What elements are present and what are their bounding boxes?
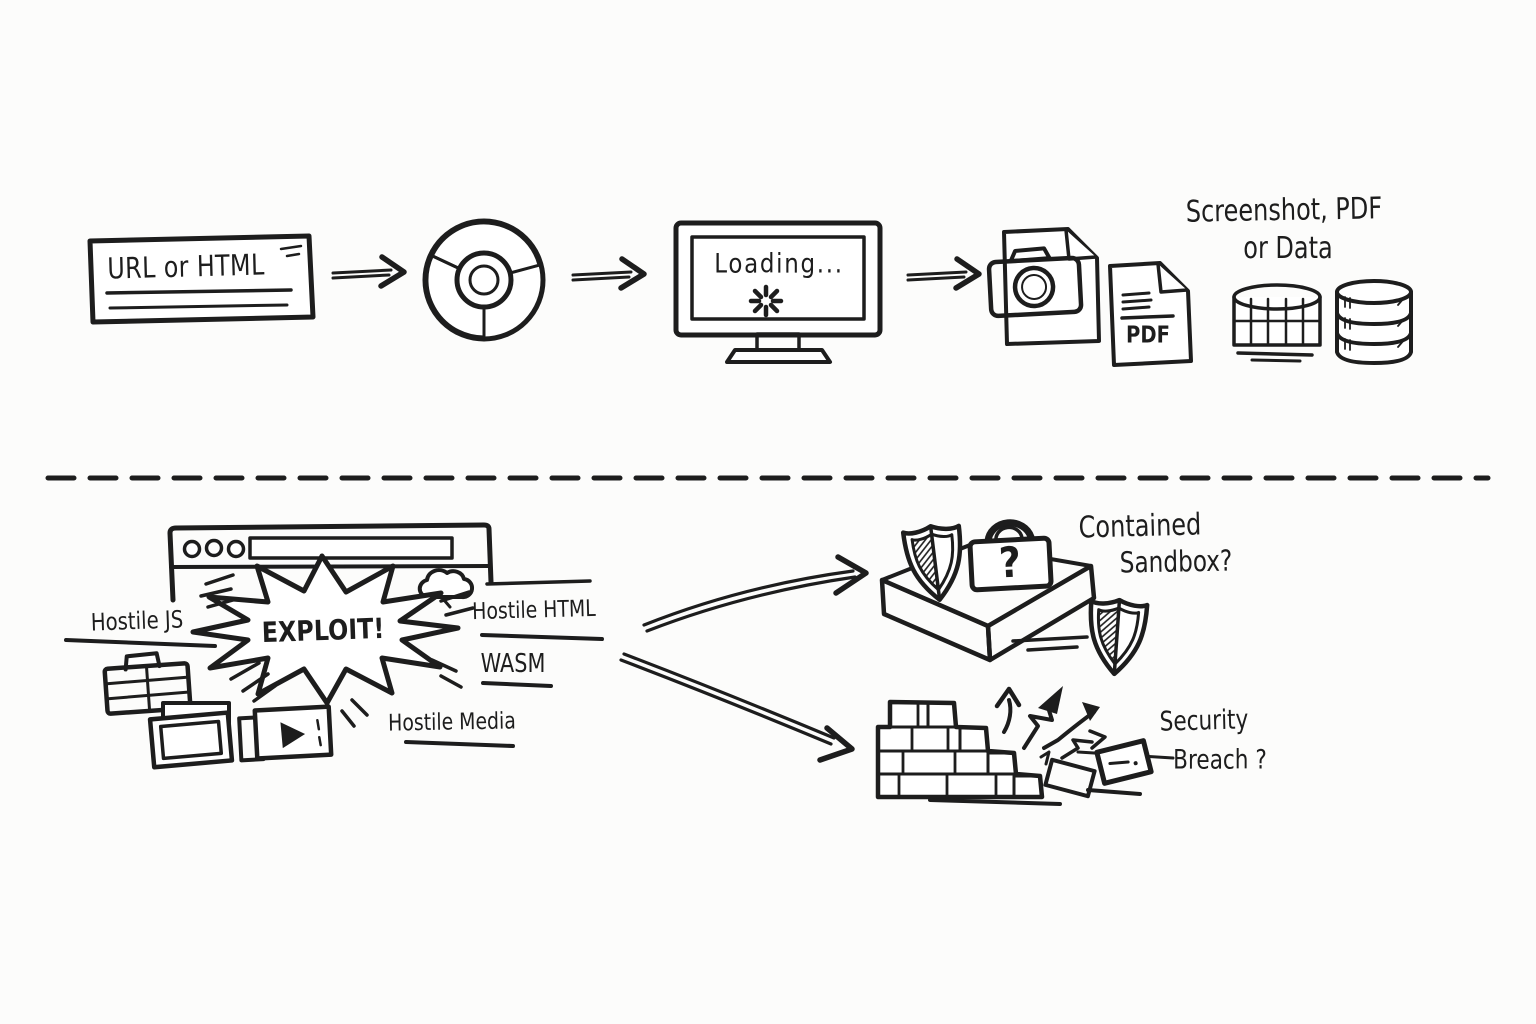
sandbox-caption-line2: Sandbox? — [1119, 543, 1233, 580]
padlock-icon — [967, 519, 1054, 593]
loading-label: Loading... — [714, 248, 844, 280]
wasm-label: WASM — [480, 649, 546, 679]
database-icon — [1335, 279, 1413, 365]
loading-monitor-icon — [673, 220, 883, 364]
flying-brick-icon — [1094, 738, 1154, 786]
breach-caption-line1: Security — [1159, 704, 1249, 738]
outputs-caption-line2: or Data — [1243, 231, 1333, 266]
hostile-js-label: Hostile JS — [90, 605, 184, 637]
broken-brick-wall-icon — [875, 699, 1142, 806]
exploit-label: EXPLOIT! — [261, 611, 385, 650]
video-player-icon — [237, 704, 334, 763]
chrome-browser-icon — [422, 218, 546, 342]
impact-lines — [199, 573, 475, 728]
address-bar-icon — [248, 536, 454, 560]
flow-arrow-icon — [571, 256, 647, 291]
flow-arrow-icon — [906, 256, 982, 291]
crate-icon — [102, 651, 193, 716]
data-table-icon — [1232, 283, 1322, 363]
label-underlines — [64, 579, 604, 748]
play-icon — [280, 722, 306, 749]
arrow-to-breach-icon — [619, 652, 855, 763]
shield-icon — [900, 523, 963, 602]
padlock-question-mark: ? — [997, 537, 1023, 588]
url-input-label: URL or HTML — [106, 247, 266, 286]
arrow-to-sandbox-icon — [642, 554, 869, 633]
hostile-media-label: Hostile Media — [387, 708, 517, 737]
pdf-file-icon — [1108, 261, 1193, 367]
screenshot-file-icon — [986, 227, 1101, 346]
pdf-file-label: PDF — [1126, 322, 1170, 349]
flying-brick-icon — [1043, 757, 1097, 799]
sandbox-caption-line1: Contained — [1078, 507, 1202, 546]
loading-spinner-icon — [748, 284, 784, 318]
exploit-starburst-icon — [190, 553, 475, 728]
url-input-box — [87, 233, 316, 325]
outputs-caption-line1: Screenshot, PDF — [1185, 191, 1383, 230]
photo-icon — [147, 701, 235, 770]
hostile-html-label: Hostile HTML — [471, 595, 597, 626]
shield-icon — [1088, 597, 1150, 677]
breach-caption-line2: Breach ? — [1173, 744, 1267, 776]
camera-icon — [986, 246, 1084, 319]
flow-arrow-icon — [331, 254, 407, 289]
